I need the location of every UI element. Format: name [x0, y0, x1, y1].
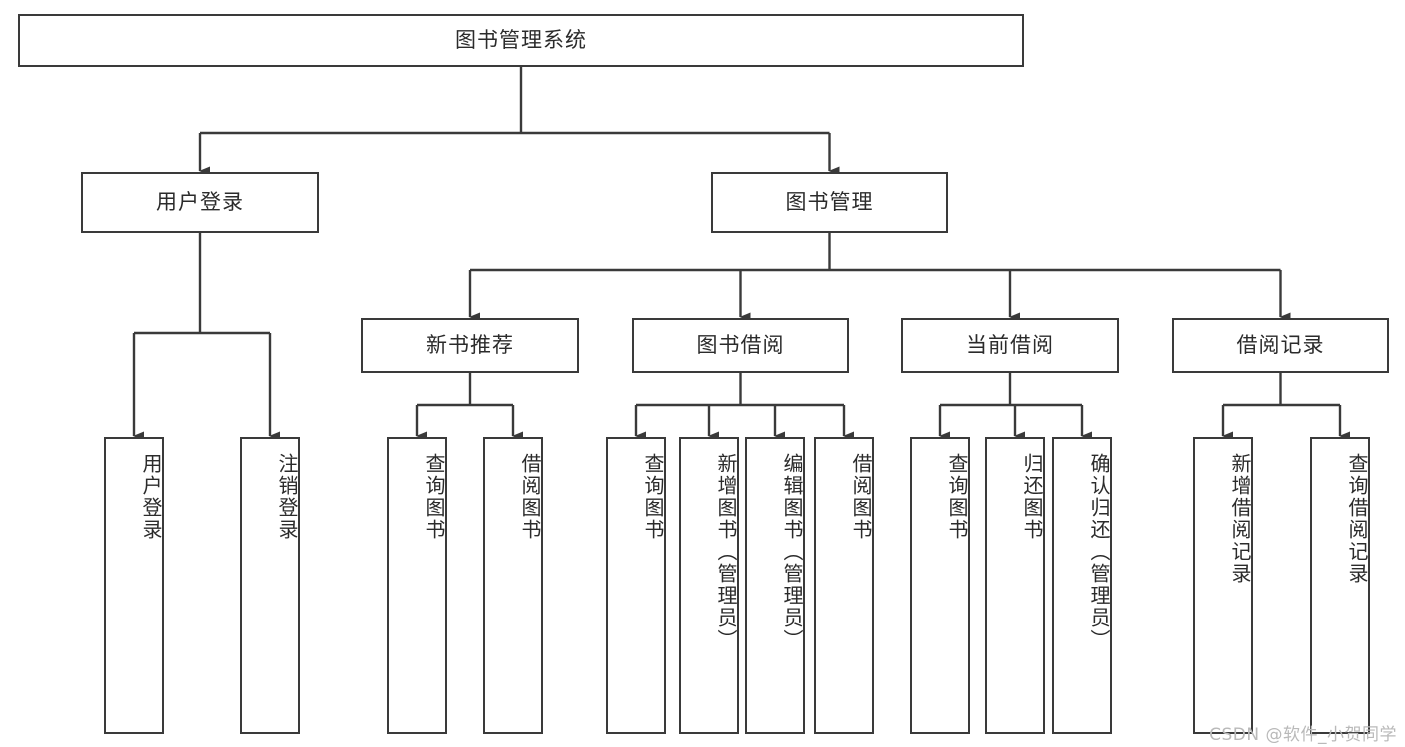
node-user-login-label: 用户登录	[156, 189, 244, 214]
watermark-text: CSDN @软件_小贺同学	[1209, 725, 1397, 745]
node-leaf-query-book-3[interactable]: 查询图书	[910, 437, 970, 734]
node-leaf-user-logout-label: 注销登录	[275, 453, 299, 541]
node-leaf-edit-book-label: 编辑图书（管理员）	[780, 453, 804, 651]
node-leaf-add-book[interactable]: 新增图书（管理员）	[679, 437, 739, 734]
node-leaf-query-book-1-label: 查询图书	[422, 453, 446, 541]
node-leaf-edit-book[interactable]: 编辑图书（管理员）	[745, 437, 805, 734]
connector-edges	[132, 67, 1350, 441]
node-leaf-borrow-book-1-label: 借阅图书	[518, 453, 542, 541]
node-leaf-query-record-label: 查询借阅记录	[1345, 453, 1369, 585]
node-leaf-user-login-label: 用户登录	[139, 453, 163, 541]
node-leaf-confirm-return[interactable]: 确认归还（管理员）	[1052, 437, 1112, 734]
node-book-borrow-label: 图书借阅	[696, 332, 785, 357]
node-leaf-return-book[interactable]: 归还图书	[985, 437, 1045, 734]
node-new-book-recommend[interactable]: 新书推荐	[361, 318, 579, 373]
node-book-manage[interactable]: 图书管理	[711, 172, 948, 233]
node-leaf-return-book-label: 归还图书	[1020, 453, 1044, 541]
node-leaf-query-book-2-label: 查询图书	[641, 453, 665, 541]
node-user-login[interactable]: 用户登录	[81, 172, 319, 233]
node-new-book-recommend-label: 新书推荐	[426, 332, 514, 357]
node-leaf-borrow-book-2-label: 借阅图书	[849, 453, 873, 541]
node-leaf-user-logout[interactable]: 注销登录	[240, 437, 300, 734]
node-borrow-record[interactable]: 借阅记录	[1172, 318, 1389, 373]
node-leaf-add-record-label: 新增借阅记录	[1228, 453, 1252, 585]
node-book-borrow[interactable]: 图书借阅	[632, 318, 849, 373]
node-leaf-user-login[interactable]: 用户登录	[104, 437, 164, 734]
node-borrow-record-label: 借阅记录	[1236, 332, 1325, 357]
node-root-label: 图书管理系统	[455, 27, 587, 52]
node-root[interactable]: 图书管理系统	[18, 14, 1024, 67]
node-book-manage-label: 图书管理	[785, 189, 874, 214]
node-leaf-borrow-book-2[interactable]: 借阅图书	[814, 437, 874, 734]
node-leaf-query-record[interactable]: 查询借阅记录	[1310, 437, 1370, 734]
node-leaf-query-book-2[interactable]: 查询图书	[606, 437, 666, 734]
node-leaf-borrow-book-1[interactable]: 借阅图书	[483, 437, 543, 734]
node-leaf-query-book-1[interactable]: 查询图书	[387, 437, 447, 734]
node-current-borrow[interactable]: 当前借阅	[901, 318, 1119, 373]
node-leaf-add-book-label: 新增图书（管理员）	[714, 453, 738, 651]
node-leaf-confirm-return-label: 确认归还（管理员）	[1087, 453, 1111, 651]
node-leaf-add-record[interactable]: 新增借阅记录	[1193, 437, 1253, 734]
node-current-borrow-label: 当前借阅	[966, 332, 1054, 357]
node-leaf-query-book-3-label: 查询图书	[945, 453, 969, 541]
